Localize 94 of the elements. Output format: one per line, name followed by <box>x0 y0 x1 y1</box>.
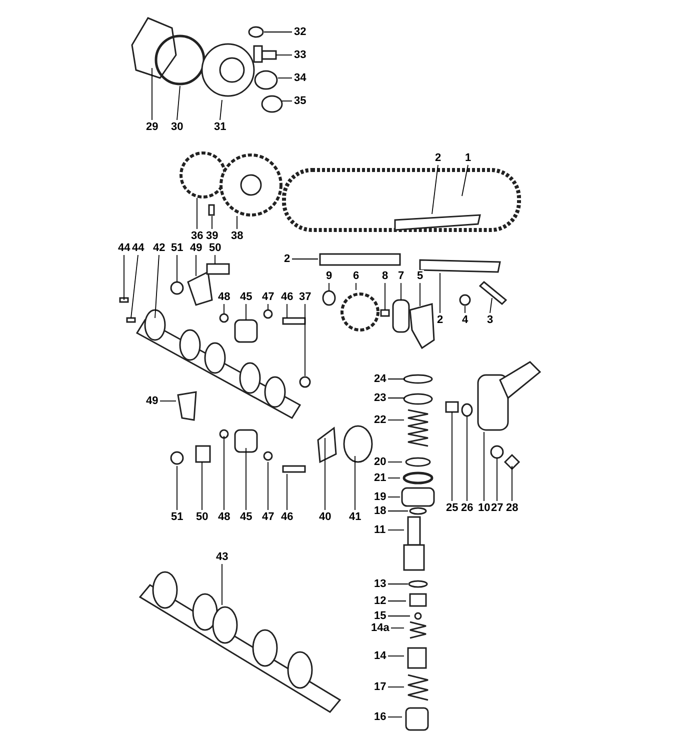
leader-line <box>400 282 402 300</box>
leader-line <box>496 458 498 502</box>
leader-line <box>176 466 178 510</box>
callout-number: 2 <box>283 253 292 265</box>
callout-number: 38 <box>230 230 244 242</box>
callout-number: 45 <box>239 511 254 523</box>
callout-number: 51 <box>170 511 184 523</box>
callout-number: 50 <box>208 242 222 254</box>
leader-line <box>160 400 176 402</box>
callout-number: 49 <box>145 395 160 407</box>
leader-line <box>236 216 238 230</box>
leader-line <box>466 416 468 502</box>
callout-number: 51 <box>170 242 184 254</box>
callout-number: 13 <box>373 578 388 590</box>
callout-number: 4 <box>461 314 470 326</box>
leader-line <box>388 716 402 718</box>
callout-number: 32 <box>293 26 308 38</box>
callout-number: 36 <box>190 230 204 242</box>
callout-number: 44 <box>131 242 146 254</box>
callout-number: 19 <box>373 491 388 503</box>
leader-line <box>328 282 330 292</box>
leader-line <box>276 54 292 56</box>
leader-line <box>282 100 292 102</box>
callout-number: 47 <box>261 291 276 303</box>
callout-number: 50 <box>195 511 210 523</box>
leader-line <box>286 474 288 510</box>
leader-line <box>384 282 386 310</box>
callout-number: 8 <box>381 270 390 282</box>
callout-number: 20 <box>373 456 388 468</box>
leader-line <box>462 164 468 196</box>
callout-number: 2 <box>434 152 442 164</box>
leader-line <box>388 378 406 380</box>
callout-number: 49 <box>189 242 204 254</box>
callout-number: 37 <box>298 291 312 303</box>
callout-number: 23 <box>373 392 388 404</box>
callout-number: 12 <box>373 595 388 607</box>
callout-number: 46 <box>280 511 294 523</box>
callout-number: 31 <box>213 121 228 133</box>
callout-number: 6 <box>352 270 360 282</box>
callout-number: 42 <box>152 242 166 254</box>
callout-number: 2 <box>436 314 444 326</box>
callout-number: 17 <box>373 681 388 693</box>
leader-line <box>388 496 400 498</box>
callout-number: 21 <box>373 472 388 484</box>
leader-line <box>220 100 222 120</box>
leader-line <box>324 438 326 510</box>
callout-number: 41 <box>348 511 362 523</box>
callout-number: 14 <box>373 650 388 662</box>
callout-number: 46 <box>280 291 294 303</box>
leader-line <box>176 86 180 120</box>
callout-number: 15 <box>373 610 388 622</box>
leader-line <box>214 254 216 264</box>
callout-number: 45 <box>239 291 254 303</box>
callout-number: 10 <box>477 502 492 514</box>
callout-number: 1 <box>464 152 472 164</box>
leader-line <box>388 510 408 512</box>
leader-line <box>388 600 406 602</box>
callout-number: 34 <box>293 72 308 84</box>
callout-number: 9 <box>325 270 334 282</box>
leader-line <box>176 254 178 282</box>
leader-line <box>490 298 492 314</box>
leader-line <box>286 304 288 318</box>
leader-line <box>196 198 198 230</box>
callout-number: 40 <box>318 511 332 523</box>
callout-number: 29 <box>145 121 160 133</box>
callout-number: 44 <box>117 242 132 254</box>
callout-number: 27 <box>490 502 504 514</box>
callout-number: 35 <box>293 95 308 107</box>
callout-number: 24 <box>373 373 388 385</box>
callout-number: 28 <box>505 502 520 514</box>
leader-line <box>304 304 306 376</box>
callout-number: 16 <box>373 711 388 723</box>
callout-number: 5 <box>416 270 424 282</box>
callout-number: 3 <box>486 314 494 326</box>
leader-line <box>354 456 356 510</box>
callout-number: 22 <box>373 414 388 426</box>
leader-line <box>388 686 404 688</box>
callout-number: 26 <box>460 502 474 514</box>
callout-number: 7 <box>397 270 406 282</box>
callout-number: 18 <box>373 505 388 517</box>
callout-number: 47 <box>261 511 276 523</box>
callout-number: 11 <box>373 524 387 536</box>
leader-line <box>464 306 466 314</box>
leader-line <box>154 254 160 318</box>
callout-number: 43 <box>215 551 230 563</box>
leader-line <box>130 254 138 318</box>
callout-number: 48 <box>217 291 232 303</box>
callout-number: 48 <box>217 511 232 523</box>
callout-number: 30 <box>170 121 184 133</box>
callout-number: 25 <box>445 502 460 514</box>
callout-number: 39 <box>205 230 220 242</box>
callout-number: 14a <box>370 622 390 634</box>
callout-number: 33 <box>293 49 308 61</box>
leader-line <box>292 258 318 260</box>
